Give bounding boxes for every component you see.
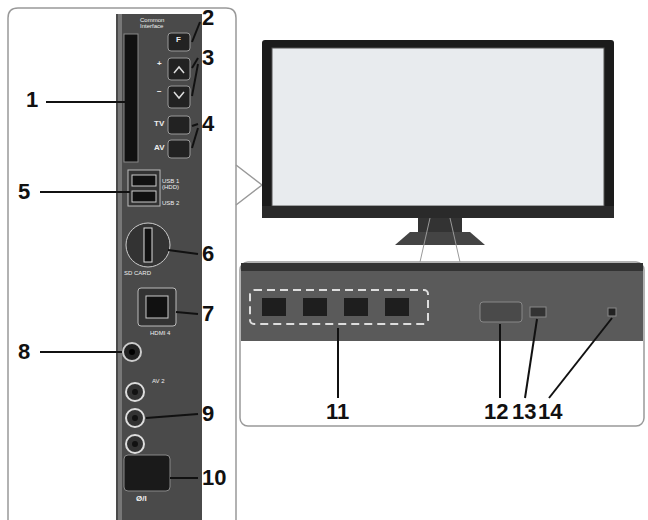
port-label: USB 2 xyxy=(162,200,192,206)
callout-number: 12 xyxy=(484,400,508,423)
callout-number: 9 xyxy=(202,402,214,425)
button-label: TV xyxy=(154,120,164,128)
callout-number: 8 xyxy=(18,340,30,363)
callout-number: 7 xyxy=(202,302,214,325)
port-label: HDMI 4 xyxy=(150,330,190,336)
callout-number: 10 xyxy=(202,466,226,489)
port-label: USB 1 (HDD) xyxy=(162,178,192,191)
port-label: AV 2 xyxy=(152,378,182,384)
callout-number: 2 xyxy=(202,6,214,29)
callout-number: 4 xyxy=(202,112,214,135)
button-label: + xyxy=(157,60,162,68)
callout-number: 6 xyxy=(202,242,214,265)
button-label: − xyxy=(157,88,162,96)
callout-number: 13 xyxy=(512,400,536,423)
callout-number: 1 xyxy=(26,88,38,111)
callout-number: 14 xyxy=(538,400,562,423)
callout-number: 3 xyxy=(202,46,214,69)
button-label: F xyxy=(176,36,181,44)
button-label: AV xyxy=(154,144,165,152)
button-label: Ø/I xyxy=(136,495,147,503)
panel-text: Common Interface xyxy=(140,17,168,30)
port-label: SD CARD xyxy=(124,270,164,276)
callout-number: 5 xyxy=(18,180,30,203)
callout-number: 11 xyxy=(326,400,349,423)
